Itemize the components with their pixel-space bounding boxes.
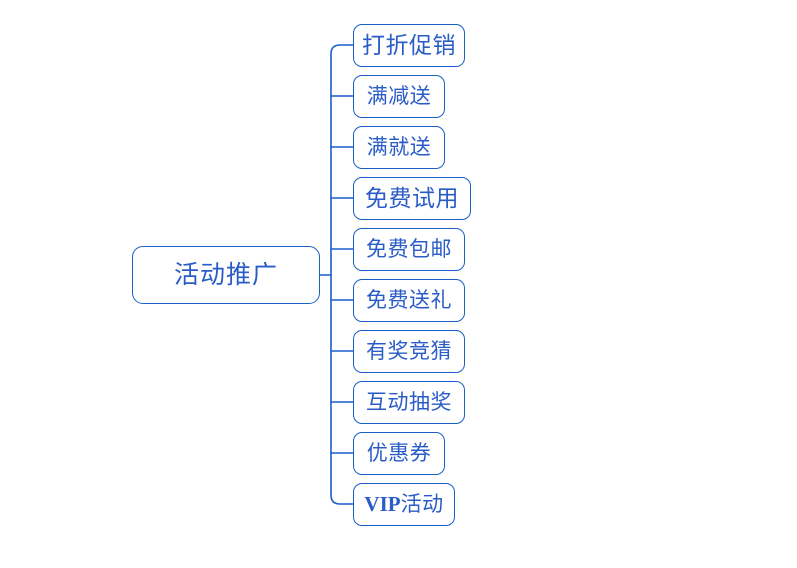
root-node-label: 活动推广 — [173, 260, 278, 289]
leaf-node-coupon[interactable]: 优惠券 — [353, 432, 445, 475]
leaf-node-label: 打折促销 — [362, 32, 456, 58]
connector-trunk — [330, 274, 354, 505]
leaf-node-label: 免费送礼 — [366, 289, 452, 312]
leaf-node-prize-quiz[interactable]: 有奖竞猜 — [353, 330, 465, 373]
leaf-node-label: 优惠券 — [366, 442, 432, 465]
leaf-node-label: 满减送 — [366, 85, 432, 108]
leaf-node-free-gift[interactable]: 免费送礼 — [353, 279, 465, 322]
leaf-node-label-cjk: 活动 — [400, 493, 444, 516]
leaf-node-free-shipping[interactable]: 免费包邮 — [353, 228, 465, 271]
leaf-node-label-latin: VIP — [364, 492, 401, 516]
leaf-node-full-reduction[interactable]: 满减送 — [353, 75, 445, 118]
leaf-node-discount-promotion[interactable]: 打折促销 — [353, 24, 465, 67]
leaf-node-label: 互动抽奖 — [366, 391, 452, 414]
root-node[interactable]: 活动推广 — [132, 246, 320, 304]
connector-trunk-up — [330, 44, 354, 276]
leaf-node-label: 免费试用 — [365, 185, 459, 211]
leaf-node-free-trial[interactable]: 免费试用 — [353, 177, 471, 220]
leaf-node-interactive-lottery[interactable]: 互动抽奖 — [353, 381, 465, 424]
leaf-node-label: 满就送 — [366, 136, 432, 159]
leaf-node-label: 有奖竞猜 — [366, 340, 452, 363]
leaf-node-label: 免费包邮 — [366, 238, 452, 261]
leaf-node-full-amount-gift[interactable]: 满就送 — [353, 126, 445, 169]
